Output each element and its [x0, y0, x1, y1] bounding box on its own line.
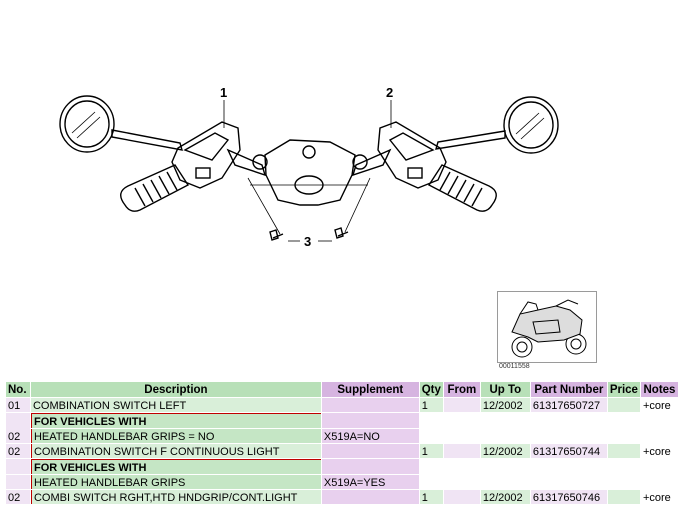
cell-qty: 1	[419, 444, 443, 458]
cell-part-number[interactable]: 61317650727	[530, 398, 607, 412]
table-row[interactable]: 01 COMBINATION SWITCH LEFT 1 12/2002 613…	[6, 398, 678, 412]
cell-description: COMBINATION SWITCH LEFT	[30, 398, 321, 412]
table-header-row: No. Description Supplement Qty From Up T…	[6, 382, 678, 397]
cell-qty: 1	[419, 398, 443, 412]
cell-supplement: X519A=NO	[321, 429, 419, 443]
right-grip	[427, 164, 497, 212]
cell-no-spacer	[6, 459, 30, 474]
callout-3: 3	[304, 234, 311, 249]
cell-no: 02	[6, 490, 30, 504]
condition-row: 02 FOR VEHICLES WITH	[6, 413, 678, 443]
col-header-description: Description	[30, 382, 321, 397]
right-combination-switch	[351, 121, 447, 189]
condition-line: FOR VEHICLES WITH	[30, 413, 321, 428]
condition-row: HEATED HANDLEBAR GRIPS = NO X519A=NO	[6, 429, 678, 443]
cell-qty: 1	[419, 490, 443, 504]
callout-2: 2	[386, 85, 393, 100]
cell-supplement-spacer	[321, 413, 419, 428]
cell-no: 02	[6, 444, 30, 458]
blank-cell	[419, 429, 678, 443]
col-header-notes: Notes	[640, 382, 678, 397]
cell-supplement	[321, 398, 419, 412]
right-mirror	[503, 96, 559, 154]
parts-diagram: 1 2 3	[59, 85, 559, 249]
motorcycle-thumbnail[interactable]	[497, 291, 597, 363]
thumbnail-label: 00011558	[499, 363, 530, 370]
condition-line: HEATED HANDLEBAR GRIPS = NO	[30, 429, 321, 443]
col-header-upto: Up To	[480, 382, 530, 397]
left-combination-switch	[171, 121, 267, 189]
left-grip	[120, 164, 190, 212]
triple-clamp	[250, 139, 368, 206]
cell-upto: 12/2002	[480, 444, 530, 458]
cell-supplement-spacer	[321, 444, 419, 458]
condition-row: HEATED HANDLEBAR GRIPS X519A=YES	[6, 475, 678, 489]
cell-upto: 12/2002	[480, 398, 530, 412]
table-row[interactable]: 02 COMBINATION SWITCH F CONTINUOUS LIGHT…	[6, 444, 678, 458]
left-mirror	[59, 95, 115, 153]
col-header-qty: Qty	[419, 382, 443, 397]
col-header-no: No.	[6, 382, 30, 397]
cell-no-spacer	[6, 475, 30, 489]
cell-description: COMBI SWITCH RGHT,HTD HNDGRIP/CONT.LIGHT	[30, 490, 321, 504]
condition-line: FOR VEHICLES WITH	[30, 459, 321, 474]
cell-price	[607, 490, 640, 504]
condition-line: HEATED HANDLEBAR GRIPS	[30, 475, 321, 489]
motorcycle-icon	[511, 299, 587, 358]
cell-price	[607, 398, 640, 412]
cell-notes: +core	[640, 490, 678, 504]
cell-upto: 12/2002	[480, 490, 530, 504]
col-header-part-number: Part Number	[530, 382, 607, 397]
cell-supplement-spacer	[321, 459, 419, 474]
col-header-price: Price	[607, 382, 640, 397]
col-header-supplement: Supplement	[321, 382, 419, 397]
cell-description: COMBINATION SWITCH F CONTINUOUS LIGHT	[30, 444, 321, 458]
cell-from	[443, 398, 480, 412]
cell-no: 02	[6, 413, 30, 443]
cell-from	[443, 444, 480, 458]
cell-notes: +core	[640, 444, 678, 458]
table-row[interactable]: 02 COMBI SWITCH RGHT,HTD HNDGRIP/CONT.LI…	[6, 490, 678, 504]
blank-cell	[419, 475, 678, 489]
cell-part-number[interactable]: 61317650746	[530, 490, 607, 504]
condition-row: FOR VEHICLES WITH	[6, 459, 678, 474]
cell-part-number[interactable]: 61317650744	[530, 444, 607, 458]
callout-1: 1	[220, 85, 227, 100]
col-header-from: From	[443, 382, 480, 397]
parts-table: No. Description Supplement Qty From Up T…	[5, 381, 679, 505]
cell-from	[443, 490, 480, 504]
screws	[269, 227, 349, 241]
cell-no: 01	[6, 398, 30, 412]
cell-price	[607, 444, 640, 458]
cell-notes: +core	[640, 398, 678, 412]
cell-supplement: X519A=YES	[321, 475, 419, 489]
cell-supplement-spacer	[321, 490, 419, 504]
blank-cell	[419, 459, 678, 474]
blank-cell	[419, 413, 678, 428]
